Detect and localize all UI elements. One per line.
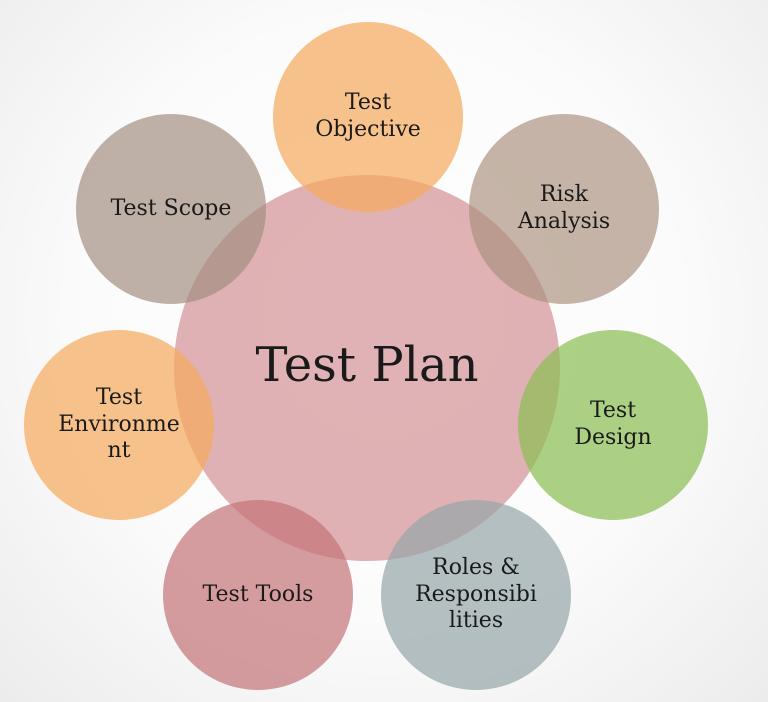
circle-label-roles-responsibilities: Roles & Responsibi lities [415, 554, 537, 634]
circle-test-tools: Test Tools [163, 500, 353, 690]
circle-label-risk-analysis: Risk Analysis [517, 182, 611, 234]
circle-test-environment: Test Environme nt [24, 330, 214, 520]
circle-label-test-objective: Test Objective [315, 90, 421, 142]
circle-test-scope: Test Scope [76, 114, 266, 304]
circle-label-test-tools: Test Tools [202, 581, 314, 607]
circle-risk-analysis: Risk Analysis [469, 114, 659, 304]
center-label: Test Plan [255, 337, 479, 393]
circle-test-objective: Test Objective [273, 22, 463, 212]
circle-label-test-environment: Test Environme nt [58, 384, 180, 464]
circle-label-test-scope: Test Scope [110, 195, 232, 221]
circle-label-test-design: Test Design [574, 398, 652, 450]
circle-test-design: Test Design [518, 330, 708, 520]
circle-roles-responsibilities: Roles & Responsibi lities [381, 500, 571, 690]
